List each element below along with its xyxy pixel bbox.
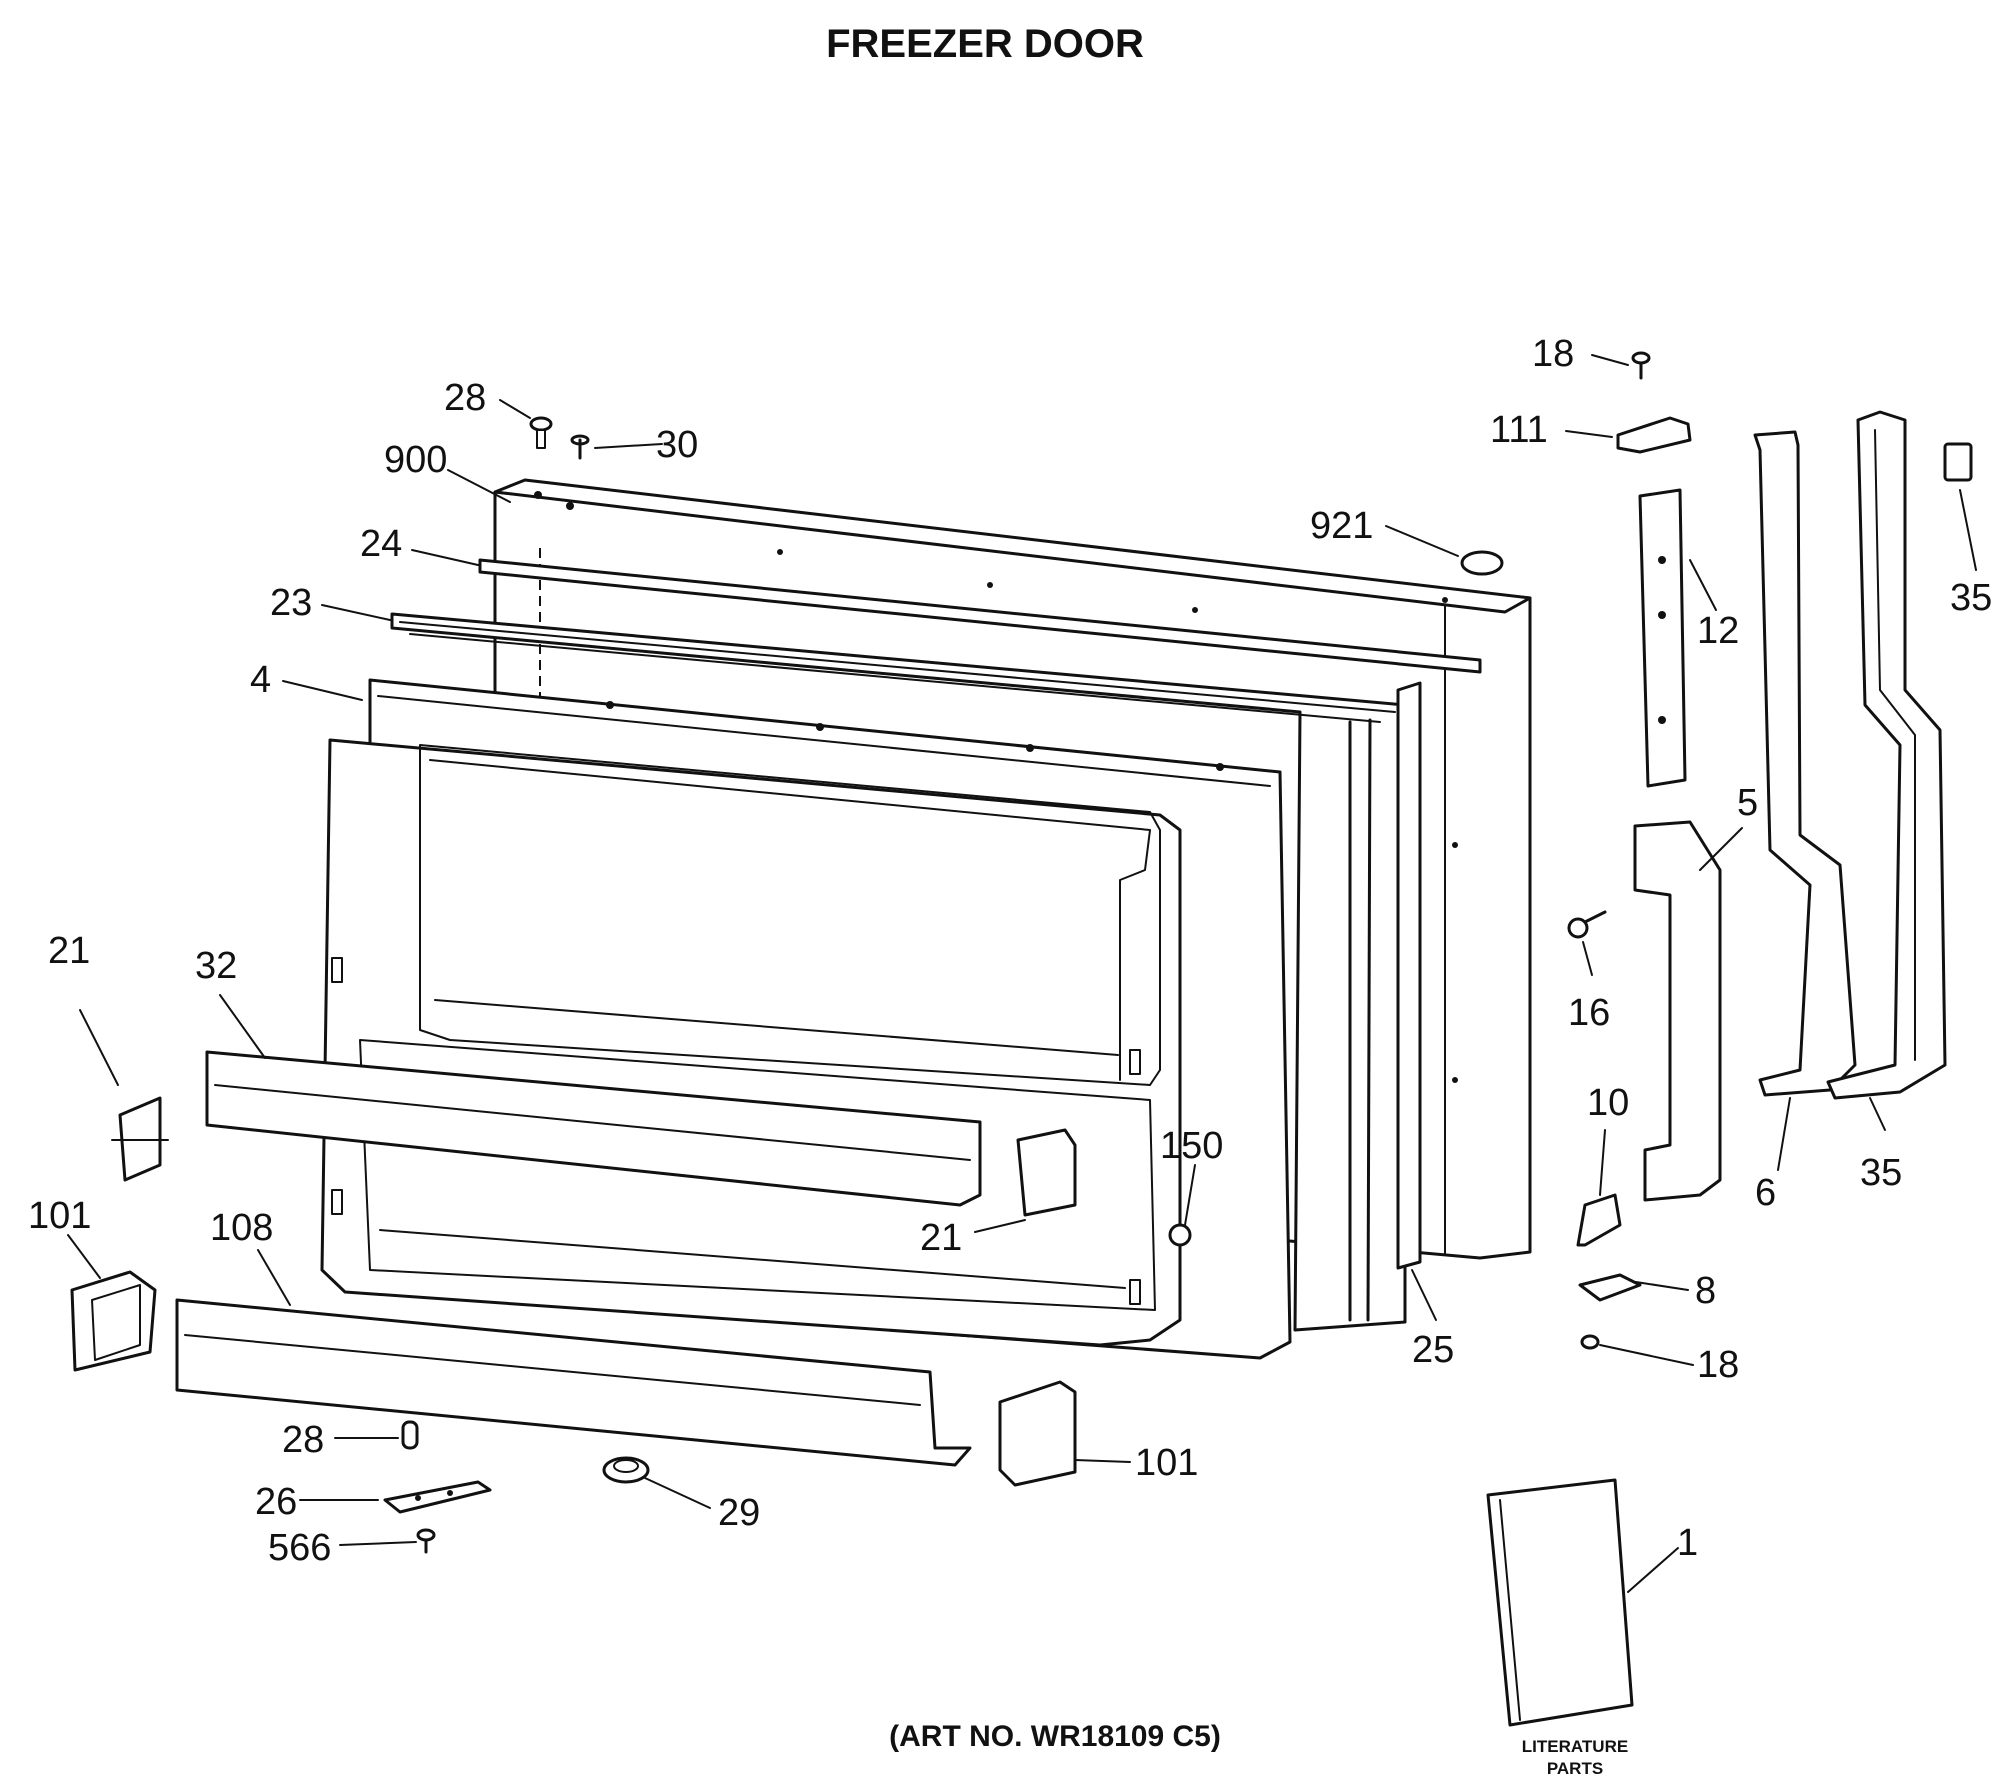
literature-label-line1: LITERATURE: [1522, 1737, 1628, 1756]
shelf-bar-108-edge: [184, 1334, 921, 1406]
callout-29: 29: [718, 1492, 760, 1534]
plate-26: [383, 1480, 492, 1514]
callout-23: 23: [270, 582, 312, 624]
callout-10: 10: [1587, 1082, 1629, 1124]
callout-21-left: 21: [48, 930, 90, 972]
door-handle-6: [1753, 430, 1857, 1097]
callout-566: 566: [268, 1527, 331, 1569]
plug-921: [1460, 550, 1504, 576]
shelf-bar-32: [205, 1050, 982, 1207]
bumper-29: [602, 1456, 650, 1484]
screw-30: [570, 434, 590, 460]
gasket-strip-25: [1396, 681, 1422, 1270]
door-handle-35: [1826, 410, 1947, 1100]
callout-111: 111: [1490, 409, 1548, 451]
handle-trim-35: [1943, 442, 1973, 482]
callout-8: 8: [1695, 1270, 1716, 1312]
callout-4: 4: [250, 659, 271, 701]
callout-labels: 28 30 900 24 23 4 921 18 111 12 35 5 16 …: [28, 333, 1992, 1569]
callout-28-top: 28: [444, 377, 486, 419]
shelf-support-21-mid: [1016, 1128, 1077, 1217]
breaker-strip-24: [478, 558, 1482, 674]
hinge-bracket-12: [1638, 488, 1687, 788]
screw-18-bottom: [1580, 1334, 1600, 1350]
callout-32: 32: [195, 945, 237, 987]
hinge-cover-111: [1616, 416, 1692, 454]
end-cap-101-left: [70, 1270, 157, 1372]
handle-bracket-5: [1633, 820, 1722, 1202]
callout-24: 24: [360, 523, 402, 565]
callout-101-left: 101: [28, 1195, 91, 1237]
callout-150: 150: [1160, 1125, 1223, 1167]
shelf-support-21-left: [111, 1096, 169, 1182]
callout-18-bottom: 18: [1697, 1344, 1739, 1386]
hinge-plate-8: [1578, 1273, 1642, 1302]
callout-21-mid: 21: [920, 1217, 962, 1259]
callout-25: 25: [1412, 1329, 1454, 1371]
callout-101-right: 101: [1135, 1442, 1198, 1484]
screw-16: [1567, 910, 1607, 939]
callout-30: 30: [656, 424, 698, 466]
callout-35-top: 35: [1950, 577, 1992, 619]
end-cap-101-right: [998, 1380, 1077, 1487]
clip-10: [1576, 1193, 1622, 1247]
screw-28-top: [529, 416, 553, 449]
screw-18-top: [1631, 351, 1651, 380]
callout-18-top: 18: [1532, 333, 1574, 375]
literature-booklet: [1486, 1478, 1634, 1727]
literature-label-line2: PARTS: [1547, 1759, 1603, 1778]
pin-28-bottom: [401, 1420, 419, 1450]
callout-35-bottom: 35: [1860, 1152, 1902, 1194]
callout-16: 16: [1568, 992, 1610, 1034]
callout-5: 5: [1737, 782, 1758, 824]
callout-28-bottom: 28: [282, 1419, 324, 1461]
shelf-bar-32-edge: [214, 1084, 971, 1161]
callout-108: 108: [210, 1207, 273, 1249]
door-liner: [320, 738, 1182, 1347]
diagram-title: FREEZER DOOR: [826, 22, 1144, 66]
callout-900: 900: [384, 439, 447, 481]
cam-150: [1168, 1223, 1192, 1247]
art-number: (ART NO. WR18109 C5): [889, 1720, 1221, 1753]
callout-6: 6: [1755, 1172, 1776, 1214]
callout-12: 12: [1697, 610, 1739, 652]
callout-26: 26: [255, 1481, 297, 1523]
callout-921: 921: [1310, 505, 1373, 547]
screw-566: [416, 1528, 436, 1554]
leader-lines: [67, 354, 1977, 1593]
shelf-bar-108: [175, 1298, 972, 1467]
callout-1: 1: [1677, 1522, 1698, 1564]
